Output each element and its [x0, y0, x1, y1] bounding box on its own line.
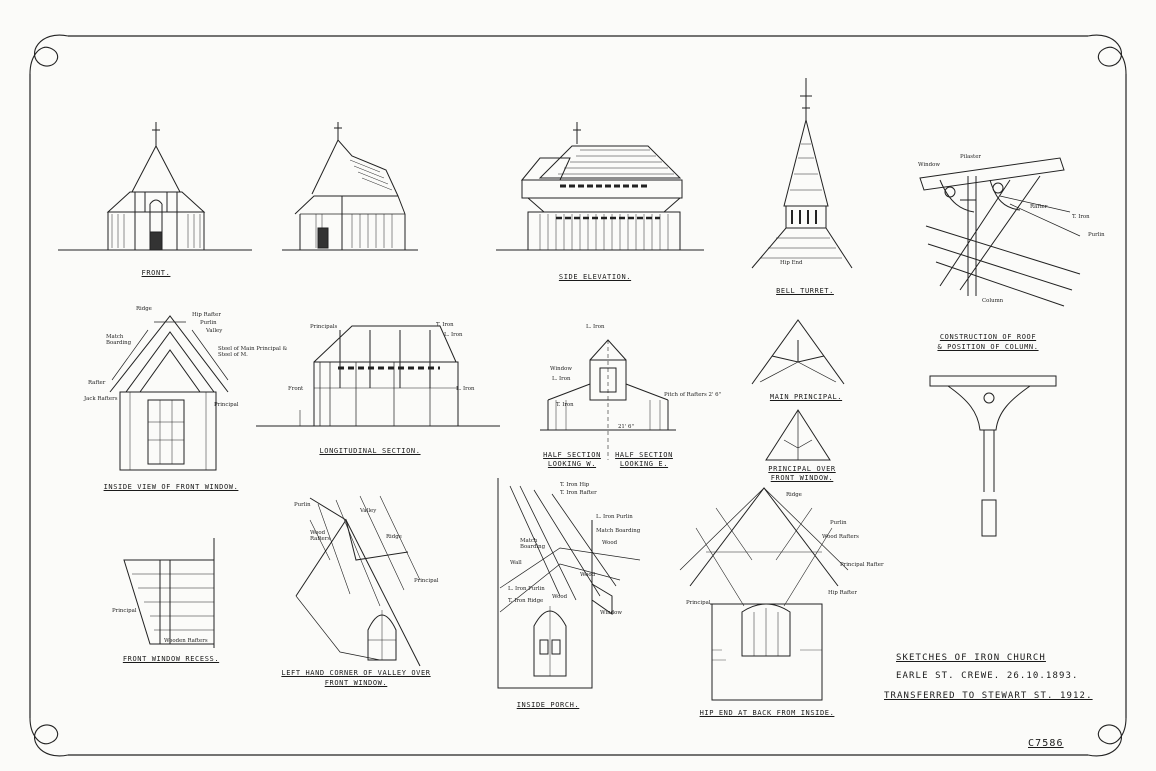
- label-principal-4: Principal: [686, 600, 711, 606]
- label-hip-rafter: Hip Rafter: [192, 312, 221, 318]
- label-ridge: Ridge: [136, 306, 152, 312]
- caption-principal-over: PRINCIPAL OVER: [768, 465, 836, 473]
- label-t-iron-3: T. Iron: [556, 402, 574, 408]
- main-principal-drawing: [751, 319, 845, 385]
- hip-end-drawing: [679, 487, 849, 701]
- label-principals: Principals: [310, 324, 338, 330]
- label-match-boarding-3: Match Boarding: [520, 538, 546, 550]
- caption-principal-over-line2: FRONT WINDOW.: [770, 474, 834, 482]
- label-steel-main-2: Steel of M.: [218, 352, 248, 358]
- caption-inside-front-window: INSIDE VIEW OF FRONT WINDOW.: [103, 483, 239, 491]
- title-line-1: SKETCHES OF IRON CHURCH: [896, 653, 1046, 663]
- label-dimension: 21' 6": [618, 424, 634, 430]
- label-purlin: Purlin: [1088, 232, 1105, 238]
- label-t-iron-rafter: T. Iron Rafter: [560, 490, 597, 496]
- border-frame: [29, 34, 1127, 757]
- front-window-recess-drawing: [123, 538, 215, 648]
- caption-half-section-e-line2: LOOKING E.: [619, 460, 669, 468]
- caption-half-section-w: HALF SECTION: [543, 451, 601, 459]
- principal-over-front-window-drawing: [765, 409, 831, 461]
- inside-front-window-drawing: [109, 315, 229, 471]
- label-l-iron: L. Iron: [444, 332, 463, 338]
- caption-longitudinal-section: LONGITUDINAL SECTION.: [319, 447, 421, 455]
- caption-side-elevation: SIDE ELEVATION.: [558, 273, 632, 281]
- label-t-iron: T. Iron: [1072, 214, 1090, 220]
- caption-main-principal: MAIN PRINCIPAL.: [769, 393, 843, 401]
- label-front: Front: [288, 386, 304, 392]
- label-valley: Valley: [206, 328, 223, 334]
- label-pitch: Pitch of Rafters 2' 6": [664, 392, 722, 398]
- label-t-iron-ridge: T. Iron Ridge: [508, 598, 544, 604]
- label-wood-rafters: Wood Rafters: [310, 530, 331, 542]
- label-l-iron-purlin: L. Iron Purlin: [596, 514, 633, 520]
- caption-half-section-e: HALF SECTION: [615, 451, 673, 459]
- half-section-drawing: [540, 339, 676, 460]
- label-l-iron-2: L. Iron: [456, 386, 475, 392]
- label-rafter-2: Rafter: [88, 380, 106, 386]
- label-purlin-3: Purlin: [294, 502, 311, 508]
- label-wood-rafters-2: Wood Rafters: [822, 534, 859, 540]
- caption-front: FRONT.: [141, 269, 171, 277]
- label-wall: Wall: [510, 560, 522, 566]
- roof-construction-drawing: [919, 157, 1081, 537]
- label-l-iron-3: L. Iron: [586, 324, 605, 330]
- front-elevation-drawing: [58, 122, 252, 251]
- caption-bell-turret: BELL TURRET.: [776, 287, 834, 295]
- label-purlin-2: Purlin: [200, 320, 217, 326]
- caption-hip-end: HIP END AT BACK FROM INSIDE.: [699, 709, 835, 717]
- caption-roof-construction: CONSTRUCTION OF ROOF: [939, 333, 1037, 341]
- label-principal-3: Principal: [414, 578, 439, 584]
- label-match-boarding-2: Match Boarding: [596, 528, 641, 534]
- bell-turret-drawing: [751, 78, 853, 269]
- title-line-2: EARLE ST. CREWE. 26.10.1893.: [896, 671, 1079, 681]
- label-window-2: Window: [550, 366, 572, 372]
- side-elevation-drawing: [496, 122, 704, 251]
- label-steel-main: Steel of Main Principal &: [218, 346, 288, 352]
- label-jack-rafters: Jack Rafters: [84, 396, 118, 402]
- caption-half-section-w-line2: LOOKING W.: [547, 460, 597, 468]
- perspective-view-drawing: [282, 122, 418, 251]
- label-wooden-rafters: Wooden Rafters: [164, 638, 208, 644]
- caption-left-hand-corner: LEFT HAND CORNER OF VALLEY OVER: [281, 669, 431, 677]
- label-hip-end: Hip End: [780, 260, 803, 266]
- label-ridge-2: Ridge: [386, 534, 402, 540]
- inside-porch-drawing: [497, 478, 641, 689]
- label-principal: Principal: [214, 402, 239, 408]
- label-pilaster: Pilaster: [960, 154, 981, 160]
- label-l-iron-purlin-2: L. Iron Purlin: [508, 586, 545, 592]
- reference-number: C7586: [1028, 738, 1064, 749]
- label-t-iron-hip: T. Iron Hip: [560, 482, 590, 488]
- label-t-iron-2: T. Iron: [436, 322, 454, 328]
- longitudinal-section-drawing: [256, 325, 500, 427]
- label-ridge-3: Ridge: [786, 492, 802, 498]
- caption-front-window-recess: FRONT WINDOW RECESS.: [122, 655, 220, 663]
- caption-roof-construction-line2: & POSITION OF COLUMN.: [937, 343, 1039, 351]
- label-wood: Wood: [602, 540, 618, 546]
- label-wood-2: Wood: [580, 572, 596, 578]
- left-corner-valley-drawing: [295, 495, 421, 667]
- label-valley-2: Valley: [360, 508, 377, 514]
- label-purlin-4: Purlin: [830, 520, 847, 526]
- label-window: Window: [918, 162, 940, 168]
- label-rafter: Rafter: [1030, 204, 1048, 210]
- label-match-boarding: Match Boarding: [106, 334, 132, 346]
- title-line-3: TRANSFERRED TO STEWART ST. 1912.: [884, 691, 1093, 701]
- label-principal-2: Principal: [112, 608, 137, 614]
- label-wood-3: Wood: [552, 594, 568, 600]
- label-hip-rafter-2: Hip Rafter: [828, 590, 857, 596]
- label-l-iron-4: L. Iron: [552, 376, 571, 382]
- label-principal-rafter: Principal Rafter: [840, 562, 884, 568]
- caption-left-hand-corner-line2: FRONT WINDOW.: [324, 679, 388, 687]
- caption-inside-porch: INSIDE PORCH.: [516, 701, 580, 709]
- label-window-3: Window: [600, 610, 622, 616]
- label-column: Column: [982, 298, 1004, 304]
